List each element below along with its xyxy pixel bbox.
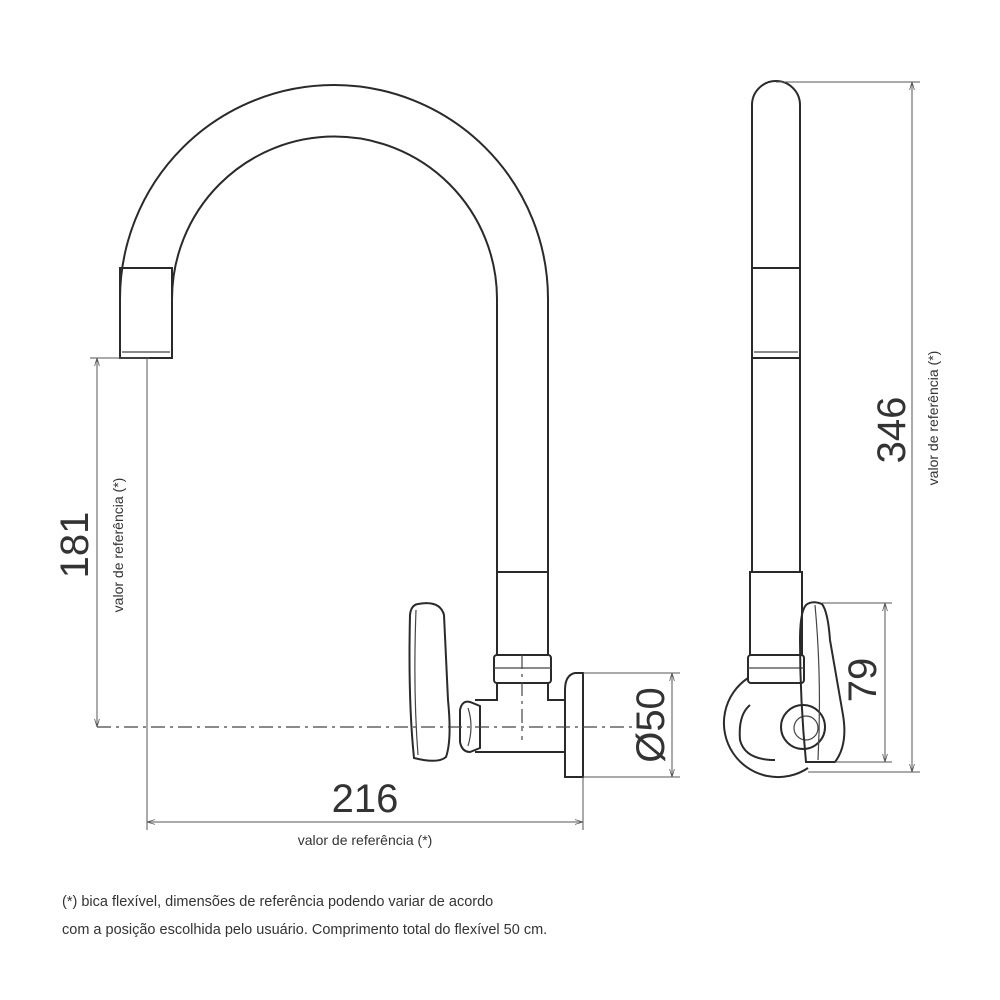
- dim-50-value: Ø50: [629, 687, 673, 763]
- collar: [496, 571, 549, 656]
- dim-181-note: valor de referência (*): [110, 478, 126, 613]
- handle-lever: [408, 602, 451, 762]
- spout-nozzle: [119, 267, 173, 359]
- dim-216-value: 216: [332, 777, 399, 821]
- dimension-216: 216 valor de referência (*): [146, 358, 584, 848]
- spout-outer: [119, 84, 549, 572]
- spout-inner: [171, 135, 498, 572]
- footnote-line-1: (*) bica flexível, dimensões de referênc…: [62, 894, 494, 910]
- dimension-346: 346 valor de referência (*): [776, 81, 941, 773]
- dimension-79: 79: [822, 602, 892, 763]
- side-view: [722, 80, 846, 779]
- wall-flange: [564, 672, 584, 778]
- side-nozzle-band: [751, 267, 801, 359]
- dim-346-value: 346: [870, 397, 914, 464]
- side-handle: [798, 601, 846, 763]
- dimension-181: 181 valor de referência (*): [53, 357, 150, 727]
- dim-181-value: 181: [53, 512, 97, 579]
- dim-79-value: 79: [841, 658, 885, 703]
- side-escutcheon: [722, 677, 809, 779]
- side-pipe: [751, 80, 801, 572]
- footnote-line-2: com a posição escolhida pelo usuário. Co…: [62, 922, 548, 938]
- front-view: [97, 84, 640, 778]
- connector: [459, 700, 481, 754]
- valve-body: [475, 683, 565, 753]
- dimension-50: Ø50: [583, 672, 680, 778]
- dim-346-note: valor de referência (*): [925, 351, 941, 486]
- dim-216-note: valor de referência (*): [298, 832, 433, 848]
